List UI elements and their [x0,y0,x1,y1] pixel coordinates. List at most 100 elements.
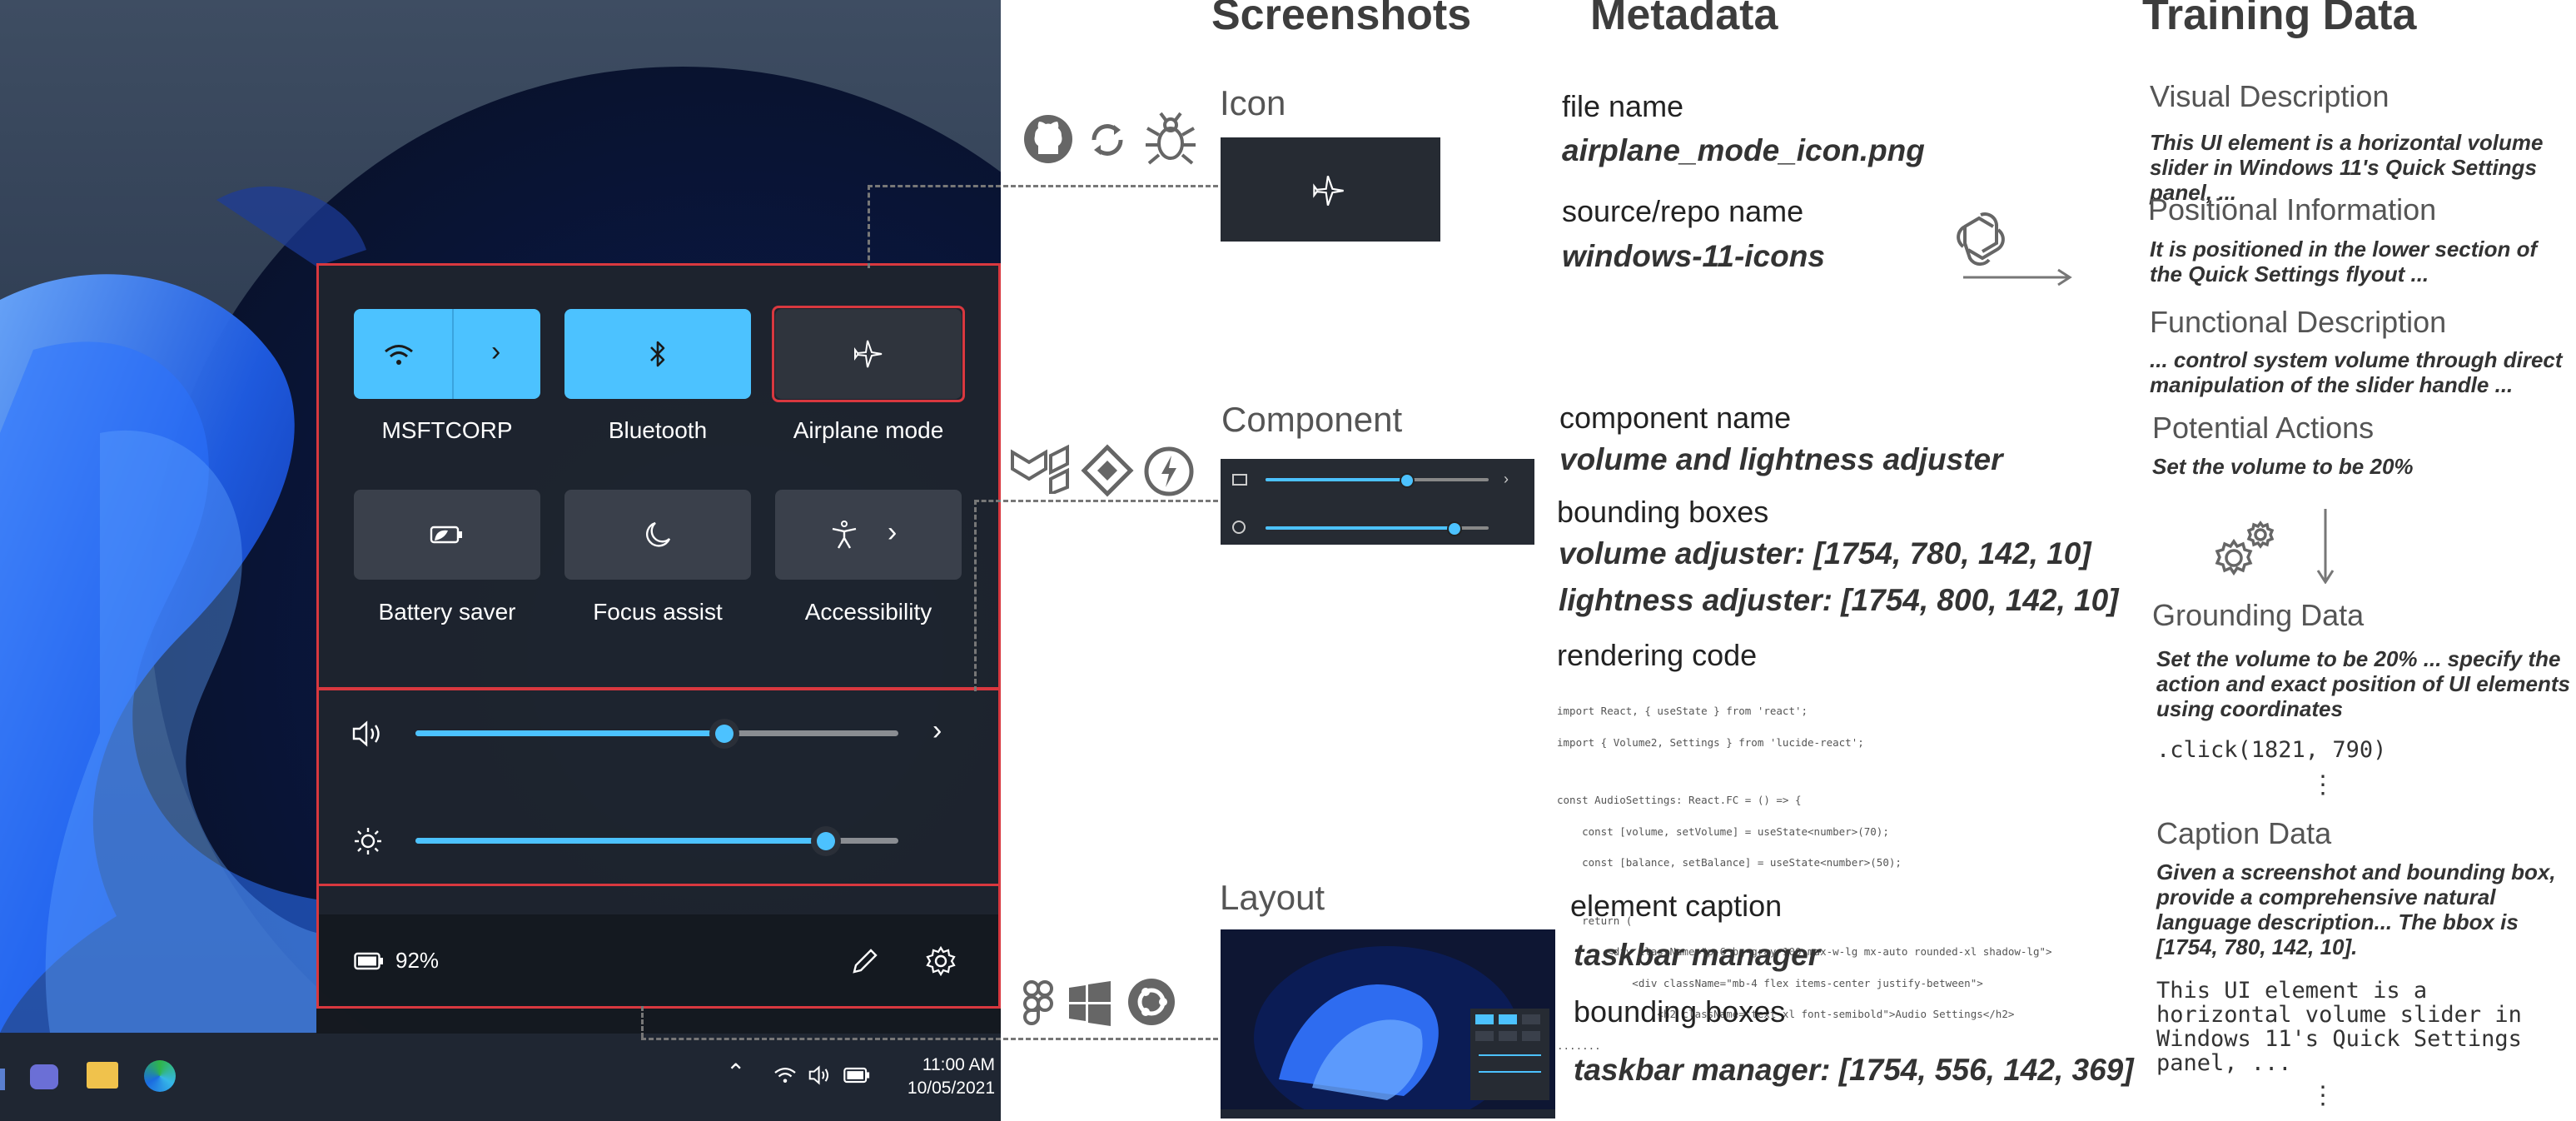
code-line: return ( [1557,914,1633,927]
volume-slider[interactable] [415,730,898,736]
connector-line [868,185,1001,187]
edit-icon[interactable] [849,945,881,977]
potential-actions-heading: Potential Actions [2152,411,2375,445]
clock[interactable]: 11:00 AM 10/05/2021 [883,1054,995,1100]
battery-saver-tile[interactable] [354,490,540,580]
connector-line [1003,500,1218,502]
code-line: const [balance, setBalance] = useState<n… [1557,856,1902,869]
moon-icon [646,521,671,547]
taskbar-item[interactable] [0,1069,5,1090]
connector-line [641,1038,1001,1040]
screenshots-column-header: Screenshots [1211,0,1472,39]
airplane-label: Airplane mode [793,417,944,443]
layout-bbox-value: taskbar manager: [1754, 556, 142, 369] [1574,1053,2134,1087]
grounding-data-heading: Grounding Data [2152,598,2365,632]
icon-section-title: Icon [1220,83,1286,122]
caption-data-heading: Caption Data [2156,816,2332,850]
bug-icon [1146,112,1196,165]
element-caption-label: element caption [1570,889,1783,923]
component-name-label: component name [1559,401,1792,435]
caption-output-text: This UI element is a horizontal volume s… [2156,978,2522,1076]
volume-slider-thumb [1400,473,1415,488]
code-line: ....... [1557,1039,1601,1052]
wifi-icon [385,345,413,365]
layout-section-title: Layout [1220,878,1325,917]
functional-description-heading: Functional Description [2150,305,2447,339]
chevron-right-icon[interactable]: › [888,516,898,548]
caption-data-text: Given a screenshot and bounding box, pro… [2156,859,2556,959]
bounding-boxes-label: bounding boxes [1557,495,1769,529]
potential-actions-text: Set the volume to be 20% [2152,454,2414,479]
code-line: <h2 className="text-xl font-semibold">Au… [1557,1008,2015,1020]
code-line: const [volume, setVolume] = useState<num… [1557,825,1889,838]
windows-icon [1069,981,1111,1026]
airplane-highlight-box [772,306,965,402]
code-line: import React, { useState } from 'react'; [1557,705,1808,717]
airplane-mode-tile[interactable] [775,309,962,399]
component-thumbnail: › [1221,459,1534,545]
training-data-column-header: Training Data [2142,0,2417,39]
brightness-slider-thumb [1447,521,1462,536]
connector-line [974,500,977,691]
source-label: source/repo name [1562,194,1804,228]
connector-line [1003,1038,1218,1040]
wifi-tile[interactable]: › [354,309,540,399]
layout-thumbnail [1221,929,1555,1119]
desktop-screenshot: › MSFTCORP Bluetooth Airplane mode [0,0,1001,1121]
code-line: import { Volume2, Settings } from 'lucid… [1557,735,1864,749]
connector-line [974,500,1001,502]
speaker-icon [352,720,380,747]
focus-assist-label: Focus assist [593,599,723,625]
arrow-down-icon [2316,509,2335,584]
brightness-icon [355,828,381,854]
element-caption-value: taskbar manager [1574,938,1821,972]
ubuntu-icon [1128,979,1175,1025]
accessibility-tile[interactable]: › [775,490,962,580]
volume-slider-thumb[interactable] [709,719,740,749]
file-explorer-icon[interactable] [87,1062,118,1089]
chevron-up-icon[interactable]: ⌃ [726,1059,746,1085]
chevron-right-icon[interactable]: › [932,715,942,746]
edge-browser-icon[interactable] [144,1060,176,1092]
gears-icon [2215,521,2275,576]
brightness-slider-thumb[interactable] [811,826,841,856]
focus-assist-tile[interactable] [564,490,751,580]
brightness-slider[interactable] [415,838,898,844]
github-icon [1024,115,1072,163]
metadata-column-header: Metadata [1590,0,1778,39]
positional-information-text: It is positioned in the lower section of… [2150,237,2538,286]
bluetooth-tile[interactable] [564,309,751,399]
code-line: const AudioSettings: React.FC = () => { [1557,794,1802,806]
file-name-label: file name [1562,89,1684,123]
airplane-icon [854,340,883,368]
wifi-icon[interactable] [773,1065,798,1085]
sync-icon [1092,124,1123,156]
clock-time: 11:00 AM [922,1055,995,1074]
rendering-code-label: rendering code [1557,638,1758,672]
brightness-icon [1232,521,1246,534]
volume-bbox: volume adjuster: [1754, 780, 142, 10] [1559,536,2091,570]
brightness-slider [1266,526,1489,530]
rendering-code-block: import React, { useState } from 'react';… [1557,685,2052,1062]
positional-information-heading: Positional Information [2148,192,2437,227]
settings-gear-icon[interactable] [925,945,957,977]
grounding-click-code: .click(1821, 790) [2156,737,2387,763]
connector-line [1003,185,1218,187]
speaker-icon[interactable] [808,1064,833,1086]
quick-settings-panel: › MSFTCORP Bluetooth Airplane mode [316,263,1001,1034]
layout-bbox-label: bounding boxes [1574,994,1786,1029]
battery-icon [354,952,383,970]
airplane-icon [1313,176,1344,206]
wifi-label: MSFTCORP [381,417,513,443]
taskbar: ⌃ 11:00 AM 10/05/2021 [0,1034,1001,1121]
chevron-right-icon[interactable]: › [491,336,501,367]
code-line [1557,769,2052,775]
functional-description-text: ... control system volume through direct… [2150,347,2563,397]
teams-icon[interactable] [30,1064,58,1089]
battery-saver-label: Battery saver [378,599,516,625]
battery-icon[interactable] [843,1067,870,1084]
wallpaper-bloom [1221,946,1555,1119]
layout-highlight-box [316,263,1001,1009]
speaker-icon [1232,474,1247,486]
figma-icon [1022,980,1053,1025]
